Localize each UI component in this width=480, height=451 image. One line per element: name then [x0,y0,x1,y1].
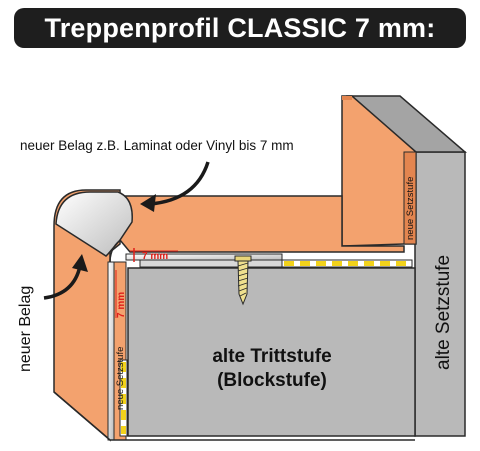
new-covering-label: neuer Belag [17,286,34,372]
curved-arrow-icon [140,161,210,212]
new-riser-strip [403,151,417,245]
curved-arrow-icon [43,254,88,300]
screw-icon [234,255,252,306]
new-covering-note: neuer Belag z.B. Laminat oder Vinyl bis … [20,138,294,153]
base-edge [53,391,415,441]
page-title: Treppenprofil CLASSIC 7 mm: [44,12,436,43]
old-tread-label-line1: alte Trittstufe [212,346,331,367]
nose-curve-inner [109,241,119,263]
new-tread-cover [88,195,405,253]
new-riser-label-front: neue Setzstufe [115,347,126,410]
dimension-label-top: 7 mm [142,251,168,262]
new-riser-back [342,96,352,100]
dimension-label-front: 7 mm [116,292,127,318]
new-riser-label-top: neue Setzstufe [405,177,416,240]
old-tread-block [127,267,416,437]
old-riser-label: alte Setzstufe [433,255,454,370]
title-banner: Treppenprofil CLASSIC 7 mm: [14,8,466,48]
profile-vertical-leg [107,261,115,441]
old-tread-label-line2: (Blockstufe) [217,370,327,391]
profile-clip [139,259,283,268]
nose-profile [55,191,133,257]
